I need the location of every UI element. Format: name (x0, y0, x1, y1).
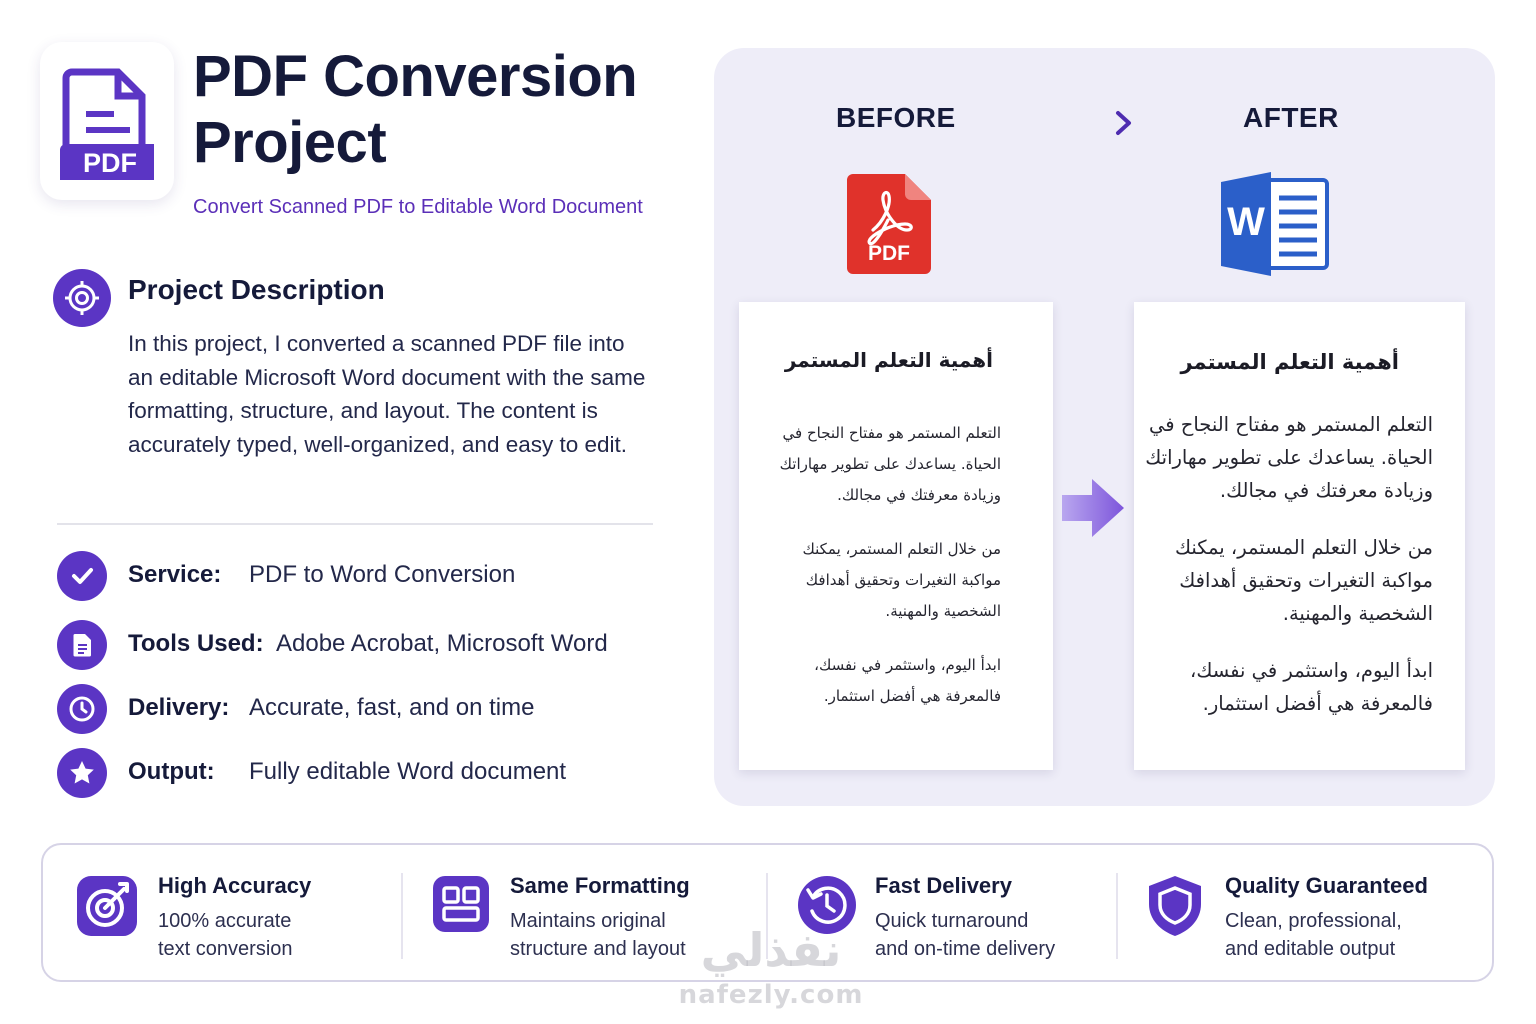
feature-same-formatting: Same Formatting Maintains original struc… (432, 845, 762, 984)
detail-row-delivery: Delivery: Accurate, fast, and on time (57, 684, 697, 734)
detail-value: PDF to Word Conversion (249, 561, 516, 588)
before-document: أهمية التعلم المستمر التعلم المستمر هو م… (739, 302, 1053, 770)
description-heading: Project Description (128, 274, 385, 305)
feature-description: 100% accurate text conversion (158, 907, 293, 963)
description-body: In this project, I converted a scanned P… (128, 331, 646, 457)
after-paragraph-3: ابدأ اليوم، واستثمر في نفسك، فالمعرفة هي… (1190, 654, 1433, 720)
feature-divider (1116, 873, 1118, 959)
text-line: ابدأ اليوم، واستثمر في نفسك، (814, 656, 1001, 674)
text-line: فالمعرفة هي أفضل استثمار. (1202, 692, 1433, 715)
feature-line: Quick turnaround (875, 910, 1029, 932)
feature-line: 100% accurate (158, 910, 292, 932)
star-icon (57, 748, 107, 798)
after-paragraph-1: التعلم المستمر هو مفتاح النجاح في الحياة… (1145, 408, 1433, 507)
page-title: PDF Conversion Project (193, 44, 638, 176)
feature-description: Maintains original structure and layout (510, 907, 686, 963)
feature-line: structure and layout (510, 938, 686, 960)
before-paragraph-1: التعلم المستمر هو مفتاح النجاح في الحياة… (780, 418, 1001, 511)
feature-line: and on-time delivery (875, 938, 1056, 960)
arrow-right-icon (1040, 111, 1131, 135)
after-paragraph-2: من خلال التعلم المستمر، يمكنك مواكبة الت… (1175, 531, 1433, 630)
detail-value: Adobe Acrobat, Microsoft Word (276, 630, 608, 657)
feature-description: Clean, professional, and editable output (1225, 907, 1402, 963)
detail-row-output: Output: Fully editable Word document (57, 748, 697, 798)
document-icon (57, 620, 107, 670)
conversion-arrow-icon (1062, 479, 1124, 537)
before-doc-title: أهمية التعلم المستمر (784, 348, 993, 372)
detail-value: Fully editable Word document (249, 758, 567, 785)
feature-title: Fast Delivery (875, 873, 1012, 898)
text-line: الحياة. يساعدك على تطوير مهاراتك (1145, 446, 1433, 469)
detail-label: Service: (128, 561, 222, 588)
text-line: وزيادة معرفتك في مجالك. (1219, 479, 1433, 502)
detail-label: Output: (128, 758, 215, 785)
detail-label: Tools Used: (128, 630, 264, 657)
detail-value: Accurate, fast, and on time (249, 694, 535, 721)
text-line: التعلم المستمر هو مفتاح النجاح في (782, 424, 1002, 442)
features-bar: High Accuracy 100% accurate text convers… (41, 843, 1494, 982)
watermark: نفذلي nafezly.com (676, 920, 866, 1024)
feature-line: Maintains original (510, 910, 666, 932)
feature-high-accuracy: High Accuracy 100% accurate text convers… (76, 845, 396, 984)
before-label: BEFORE (836, 102, 956, 133)
title-line-2: Project (193, 110, 387, 175)
text-line: من خلال التعلم المستمر، يمكنك (1174, 536, 1433, 559)
pdf-document-icon (60, 68, 154, 180)
text-line: الشخصية والمهنية. (1282, 602, 1433, 625)
text-line: من خلال التعلم المستمر، يمكنك (802, 540, 1001, 558)
feature-quality-guaranteed: Quality Guaranteed Clean, professional, … (1147, 845, 1467, 984)
feature-description: Quick turnaround and on-time delivery (875, 907, 1055, 963)
pdf-file-icon: PDF (847, 174, 931, 274)
detail-label: Delivery: (128, 694, 230, 721)
section-divider (57, 523, 653, 525)
feature-title: High Accuracy (158, 873, 312, 898)
feature-title: Quality Guaranteed (1225, 873, 1428, 898)
word-icon-label: W (1227, 200, 1265, 244)
text-line: فالمعرفة هي أفضل استثمار. (823, 687, 1001, 705)
before-paragraph-2: من خلال التعلم المستمر، يمكنك مواكبة الت… (802, 534, 1001, 627)
feature-divider (401, 873, 403, 959)
feature-fast-delivery: Fast Delivery Quick turnaround and on-ti… (797, 845, 1117, 984)
text-line: الشخصية والمهنية. (885, 602, 1001, 620)
text-line: مواكبة التغيرات وتحقيق أهدافك (805, 571, 1001, 589)
text-line: الحياة. يساعدك على تطوير مهاراتك (779, 455, 1001, 473)
feature-title: Same Formatting (510, 873, 690, 898)
target-icon (53, 269, 111, 327)
clock-icon (57, 684, 107, 734)
shield-icon (1149, 876, 1201, 936)
detail-row-service: Service: PDF to Word Conversion (57, 551, 697, 601)
after-doc-title: أهمية التعلم المستمر (1180, 350, 1399, 374)
watermark-arabic: نفذلي (700, 923, 842, 977)
text-line: مواكبة التغيرات وتحقيق أهدافك (1179, 569, 1433, 592)
feature-line: text conversion (158, 938, 293, 960)
text-line: وزيادة معرفتك في مجالك. (837, 486, 1001, 504)
text-line: التعلم المستمر هو مفتاح النجاح في (1148, 413, 1433, 436)
accuracy-target-icon (77, 876, 137, 936)
feature-divider (766, 873, 768, 959)
before-paragraph-3: ابدأ اليوم، واستثمر في نفسك، فالمعرفة هي… (814, 650, 1001, 712)
feature-line: and editable output (1225, 938, 1396, 960)
pdf-icon-label: PDF (868, 242, 910, 265)
title-line-1: PDF Conversion (193, 44, 638, 109)
watermark-url: nafezly.com (678, 980, 864, 1010)
word-file-icon: W (1221, 172, 1331, 276)
feature-line: Clean, professional, (1225, 910, 1402, 932)
project-logo: PDF (40, 42, 174, 200)
logo-pdf-label: PDF (83, 148, 137, 178)
text-line: ابدأ اليوم، واستثمر في نفسك، (1190, 659, 1433, 682)
layout-grid-icon (433, 876, 489, 932)
after-document: أهمية التعلم المستمر التعلم المستمر هو م… (1134, 302, 1465, 770)
page-subtitle: Convert Scanned PDF to Editable Word Doc… (193, 196, 643, 218)
after-label: AFTER (1243, 102, 1339, 133)
fast-clock-icon (798, 876, 856, 934)
check-icon (57, 551, 107, 601)
detail-row-tools: Tools Used: Adobe Acrobat, Microsoft Wor… (57, 620, 697, 670)
